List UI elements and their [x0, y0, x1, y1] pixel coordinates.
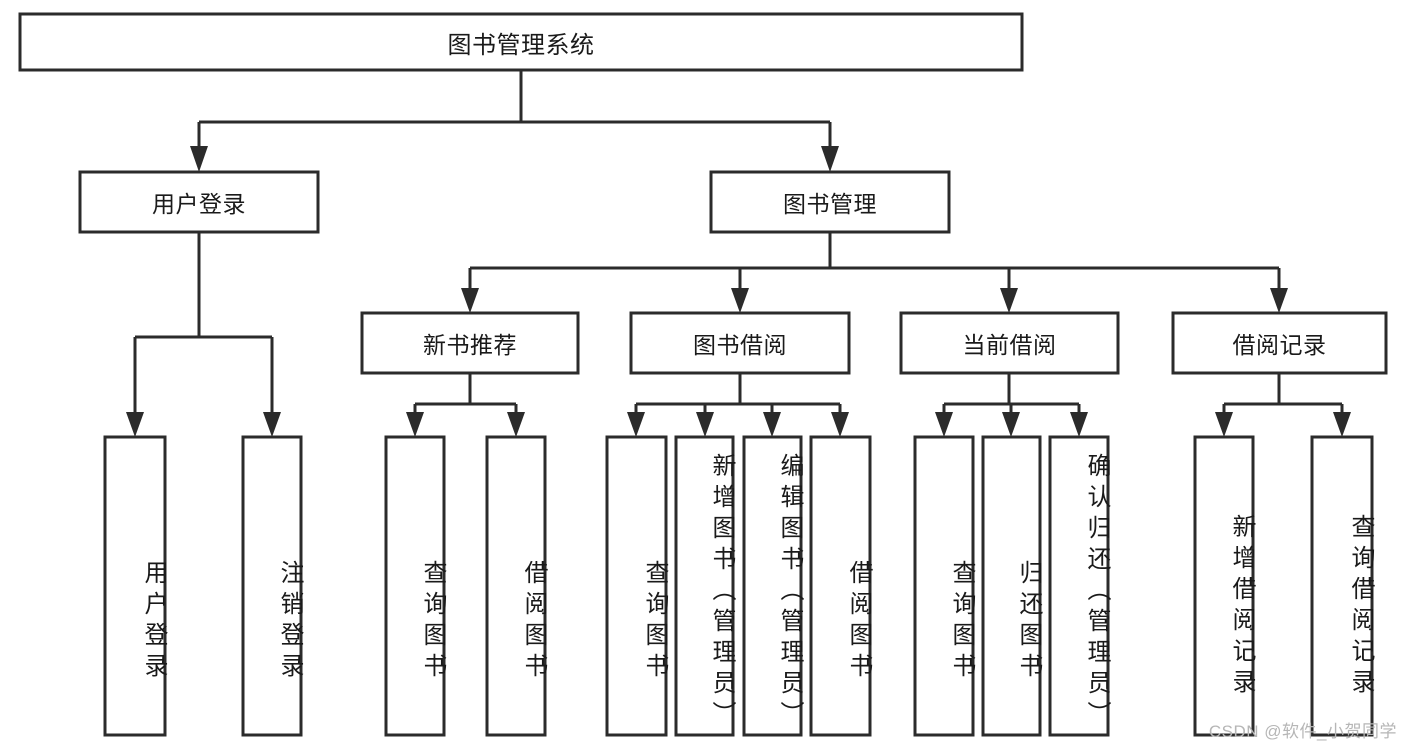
node-box-new-book-rec[interactable] [360, 311, 580, 375]
arrow-head-user-login [190, 146, 208, 172]
node-box-leaf-query-book[interactable] [605, 435, 668, 737]
arrow-head-leaf-query-book-rec [406, 412, 424, 437]
arrow-head-leaf-query-book [627, 412, 645, 437]
arrow-head-leaf-borrow-book [831, 412, 849, 437]
arrow-head-leaf-add-book [696, 412, 714, 437]
arrow-head-leaf-edit-book [763, 412, 781, 437]
node-box-book-manage[interactable] [709, 170, 951, 234]
arrow-head-current-borrow [1000, 288, 1018, 313]
arrow-head-leaf-confirm-return [1070, 412, 1088, 437]
connector-root-to-level1 [190, 70, 839, 172]
arrow-head-borrow-record [1270, 288, 1288, 313]
node-box-leaf-query-record[interactable] [1310, 435, 1374, 737]
node-box-leaf-query-book-cur[interactable] [913, 435, 975, 737]
node-box-leaf-borrow-book[interactable] [809, 435, 872, 737]
connector-currentborrow-to-leaves [935, 373, 1088, 437]
arrow-head-leaf-borrow-book-rec [507, 412, 525, 437]
node-box-leaf-query-book-rec[interactable] [384, 435, 446, 737]
node-box-borrow-record[interactable] [1171, 311, 1388, 375]
arrow-head-book-manage [821, 146, 839, 172]
connector-userlogin-to-leaves [126, 232, 281, 437]
connector-bookmanage-to-level2 [461, 232, 1288, 313]
connector-newbook-to-leaves [406, 373, 525, 437]
arrow-head-leaf-logout [263, 412, 281, 437]
node-box-user-login[interactable] [78, 170, 320, 234]
node-box-leaf-confirm-return[interactable] [1048, 435, 1110, 737]
node-box-leaf-logout[interactable] [241, 435, 303, 737]
arrow-head-leaf-return-book [1002, 412, 1020, 437]
arrow-head-book-borrow [731, 288, 749, 313]
node-box-leaf-user-login[interactable] [103, 435, 167, 737]
arrow-head-new-book-rec [461, 288, 479, 313]
arrow-head-leaf-add-record [1215, 412, 1233, 437]
node-box-leaf-return-book[interactable] [981, 435, 1042, 737]
node-box-current-borrow[interactable] [899, 311, 1120, 375]
arrow-head-leaf-query-book-cur [935, 412, 953, 437]
arrow-head-leaf-user-login [126, 412, 144, 437]
node-box-leaf-add-book[interactable] [674, 435, 735, 737]
node-box-leaf-add-record[interactable] [1193, 435, 1255, 737]
node-box-root[interactable] [18, 12, 1024, 72]
node-box-book-borrow[interactable] [629, 311, 851, 375]
node-box-leaf-edit-book[interactable] [742, 435, 803, 737]
node-box-leaf-borrow-book-rec[interactable] [485, 435, 547, 737]
connector-borrowrecord-to-leaves [1215, 373, 1351, 437]
connector-bookborrow-to-leaves [627, 373, 849, 437]
arrow-head-leaf-query-record [1333, 412, 1351, 437]
